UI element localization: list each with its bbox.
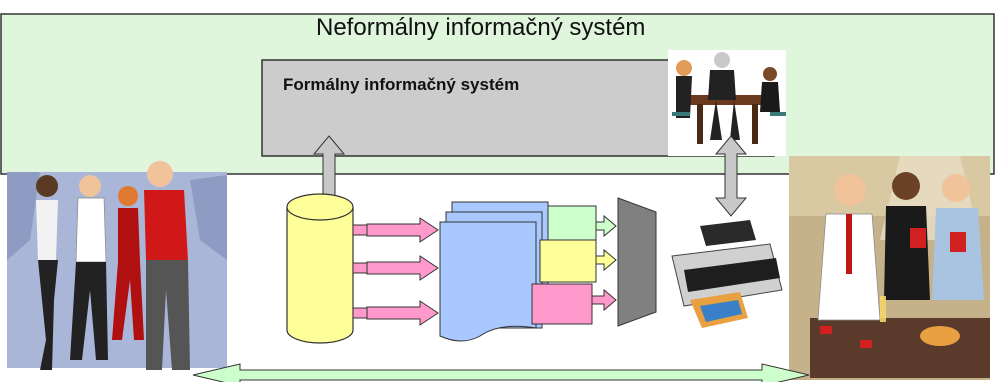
horizontal-double-arrow: [192, 363, 810, 382]
formal-system-title: Formálny informačný systém: [283, 75, 520, 94]
printer-link-arrow: [714, 135, 748, 217]
informal-system-title: Neformálny informačný systém: [316, 14, 646, 41]
input-arrows: [352, 217, 439, 326]
multiplexer-shape: [617, 197, 657, 327]
card-players-illustration: [789, 156, 990, 380]
people-socializing-illustration: [7, 161, 227, 370]
output-arrows: [591, 214, 617, 312]
output-pink-box: [531, 283, 593, 325]
printer-icon: [671, 220, 783, 328]
output-green-box: [547, 205, 597, 243]
output-yellow-box: [539, 239, 597, 283]
business-meeting-illustration: [668, 50, 786, 156]
database-cylinder-icon: [286, 193, 354, 344]
